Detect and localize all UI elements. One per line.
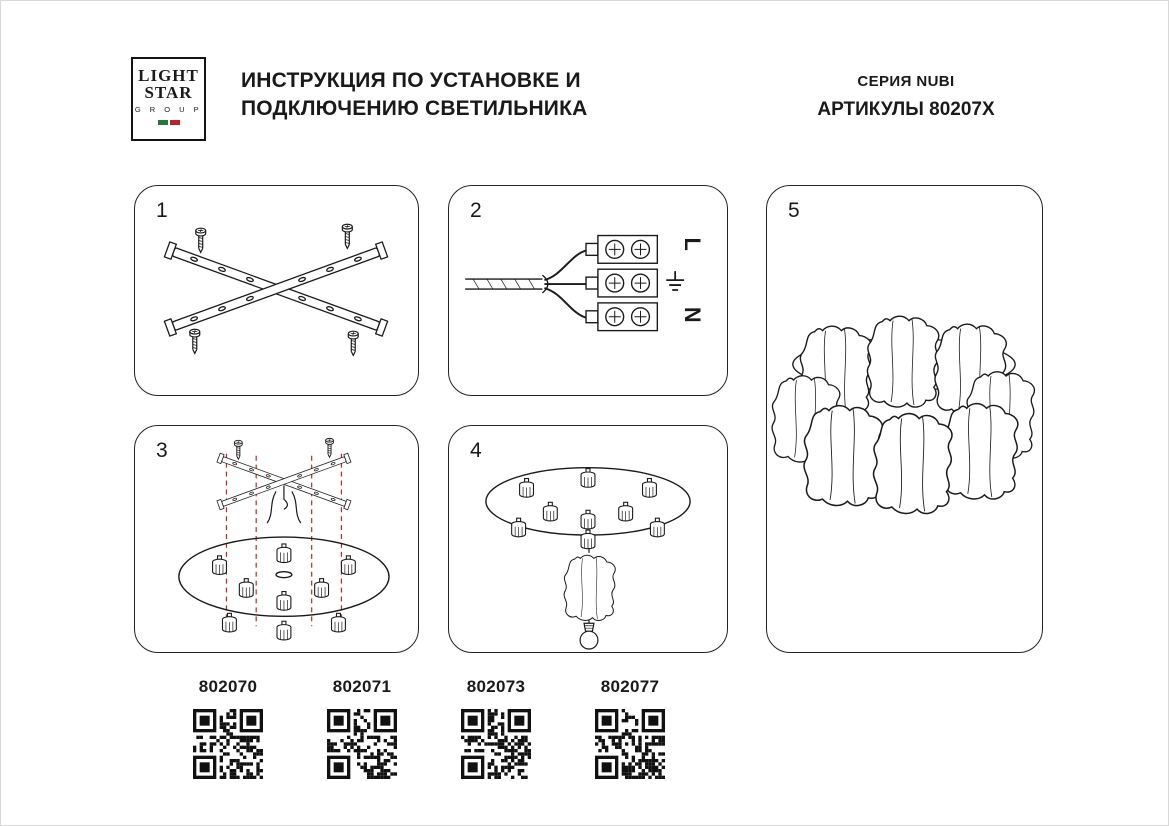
step-1-illustration	[163, 223, 389, 356]
qr-code-icon	[327, 709, 397, 779]
articles-label: АРТИКУЛЫ 80207X	[817, 99, 995, 120]
flag-red	[169, 120, 180, 125]
ground-symbol-icon	[666, 271, 685, 291]
lamp-holder-icon	[276, 590, 292, 611]
article-number: 802071	[332, 677, 392, 696]
step-4-illustration	[485, 466, 691, 650]
bulb-drawing	[579, 620, 599, 650]
shade-drawing	[866, 315, 940, 408]
qr-code-icon	[595, 709, 665, 779]
logo-light: LIGHT	[138, 66, 199, 85]
step-number: 5	[788, 199, 800, 222]
logo-group: G R O U P	[134, 105, 203, 114]
step-5-panel: 5	[766, 185, 1043, 653]
series-block: СЕРИЯ NUBI АРТИКУЛЫ 80207X	[766, 73, 1046, 121]
chandelier-drawing	[771, 315, 1036, 515]
lamp-holder-icon	[221, 612, 237, 633]
lamp-holder-icon	[340, 555, 356, 576]
article-number: 802070	[198, 677, 258, 696]
lamp-holder-icon	[276, 620, 292, 641]
lamp-holder-icon	[580, 529, 596, 550]
shade-drawing	[803, 404, 884, 507]
step-number: 2	[470, 199, 482, 222]
lamp-holder-icon	[212, 555, 227, 576]
lamp-holder-icon	[519, 477, 535, 498]
step-number: 4	[470, 439, 482, 462]
step-1-panel: 1	[134, 185, 419, 396]
product-list: 802070 802071 802073 802077	[183, 677, 675, 784]
lamp-holder-icon	[542, 501, 558, 522]
lamp-holder-icon	[314, 578, 330, 598]
step-3-illustration	[178, 437, 390, 641]
step-5-illustration	[771, 315, 1036, 515]
logo-flag-icon	[133, 120, 204, 125]
shade-drawing	[872, 412, 953, 515]
lamp-holder-icon	[580, 468, 596, 488]
step-number: 3	[156, 439, 168, 462]
qr-code-icon	[193, 709, 263, 779]
page-title: ИНСТРУКЦИЯ ПО УСТАНОВКЕ И ПОДКЛЮЧЕНИЮ СВ…	[241, 67, 588, 123]
lightstar-logo: LIGHT STAR G R O U P	[131, 57, 206, 141]
shade-drawing	[563, 554, 616, 622]
lamp-holder-icon	[649, 517, 665, 538]
terminal-label-n: N	[680, 307, 705, 323]
screw-icon	[195, 227, 207, 253]
mounting-cross-drawing	[163, 241, 389, 337]
qr-code-icon	[461, 709, 531, 779]
step-3-panel: 3	[134, 425, 419, 653]
hanger-wires-drawing	[266, 485, 302, 524]
screw-icon	[325, 437, 334, 458]
flag-green	[157, 120, 168, 125]
step-4-panel: 4	[448, 425, 728, 653]
product-802071: 802071	[317, 677, 407, 784]
lamp-holder-icon	[330, 612, 346, 633]
lamp-holder-icon	[641, 477, 657, 498]
step-number: 1	[156, 199, 168, 222]
terminal-label-l: L	[680, 238, 705, 251]
screw-icon	[234, 439, 243, 460]
title-line-2: ПОДКЛЮЧЕНИЮ СВЕТИЛЬНИКА	[241, 97, 588, 120]
power-cable-drawing	[465, 274, 549, 294]
series-label: СЕРИЯ NUBI	[857, 73, 955, 90]
ceiling-plate-drawing	[178, 536, 390, 618]
article-number: 802073	[466, 677, 526, 696]
lamp-holder-icon	[580, 509, 596, 530]
terminal-block-drawing	[585, 234, 659, 332]
wires-drawing	[544, 249, 587, 319]
screw-icon	[341, 223, 353, 249]
logo-star: STAR	[144, 83, 193, 102]
step-2-panel: 2	[448, 185, 728, 396]
mounting-cross-drawing	[216, 452, 352, 511]
screw-icon	[189, 328, 201, 354]
article-number: 802077	[600, 677, 660, 696]
lamp-holder-icon	[511, 517, 527, 538]
lamp-holder-icon	[238, 578, 254, 598]
lamp-holder-icon	[618, 501, 634, 522]
title-line-1: ИНСТРУКЦИЯ ПО УСТАНОВКЕ И	[241, 69, 581, 92]
step-2-illustration: L N	[465, 234, 705, 332]
product-802070: 802070	[183, 677, 273, 784]
lamp-holder-icon	[276, 543, 292, 564]
screw-icon	[347, 330, 359, 356]
product-802077: 802077	[585, 677, 675, 784]
shade-drawing	[942, 402, 1019, 500]
product-802073: 802073	[451, 677, 541, 784]
